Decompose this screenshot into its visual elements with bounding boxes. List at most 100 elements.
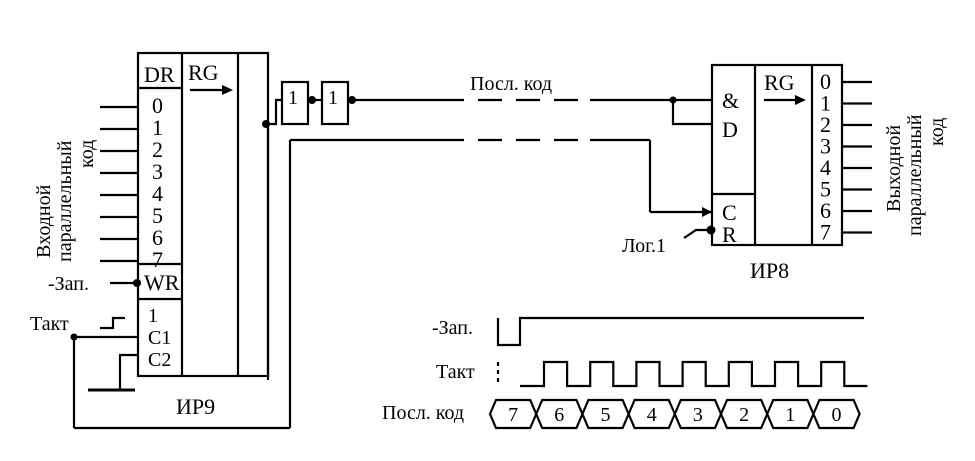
right-output-pin: 1: [820, 91, 872, 116]
svg-text:1: 1: [328, 87, 338, 109]
right-output-label: 1: [820, 91, 831, 116]
left-input-label: 6: [152, 225, 163, 250]
right-output-label: 3: [820, 134, 831, 159]
clock-line: [290, 138, 712, 217]
timing-zap-label: -Зап.: [432, 317, 473, 339]
right-output-pin: 4: [820, 155, 872, 180]
takt-wiring: [70, 140, 292, 430]
right-output-label: 0: [820, 69, 831, 94]
bit-cell: 4: [627, 398, 676, 430]
left-input-pin: 2: [100, 137, 163, 162]
bit-cell: 6: [535, 398, 584, 430]
left-takt-label: Такт: [30, 313, 69, 335]
bit-cell: 5: [581, 398, 630, 430]
bit-cell-label: 2: [739, 404, 749, 426]
buffer-2: 1: [320, 80, 350, 126]
log1-wiring: [683, 225, 716, 239]
bit-cell-label: 7: [508, 404, 518, 426]
input-caption-line3: код: [76, 140, 98, 168]
left-input-label: 5: [152, 203, 163, 228]
right-output-label: 7: [820, 220, 831, 245]
right-r-label: R: [722, 222, 737, 247]
right-output-label: 6: [820, 198, 831, 223]
left-input-label: 3: [152, 159, 163, 184]
right-output-pin: 0: [820, 69, 872, 94]
serial-output-wiring: [262, 98, 282, 380]
zap-waveform: [496, 316, 864, 347]
buffer-1-output-dot: [308, 96, 316, 104]
right-register-body: [710, 63, 844, 247]
right-rg-arrow: [764, 95, 806, 105]
buffer-1: 1: [280, 80, 310, 126]
bit-cell-label: 5: [601, 404, 611, 426]
bit-cell: 2: [719, 398, 769, 430]
left-input-pin: 6: [100, 225, 163, 250]
left-input-label: 0: [152, 93, 163, 118]
output-caption-line3: код: [926, 118, 948, 146]
right-d-label: D: [722, 117, 738, 142]
bit-cell: 0: [812, 398, 861, 430]
right-output-pin: 2: [820, 112, 872, 137]
left-c1-label: C1: [148, 327, 171, 349]
bit-cell: 3: [673, 398, 723, 430]
left-input-label: 1: [152, 115, 163, 140]
output-caption-line2: параллельный: [904, 114, 926, 236]
bit-cell: 1: [766, 398, 815, 430]
right-chip-name: ИР8: [750, 258, 789, 283]
right-output-pin: 6: [820, 198, 872, 223]
svg-text:1: 1: [288, 87, 298, 109]
left-c2-label: C2: [148, 349, 171, 371]
left-wr-label: WR: [144, 270, 180, 295]
right-output-label: 5: [820, 177, 831, 202]
left-register-body: [136, 51, 270, 378]
right-output-label: 4: [820, 155, 831, 180]
timing-diagram: -Зап. Такт Посл. код 7 6 5 4 3 2 1 0: [382, 316, 868, 430]
input-caption: Входной параллельный код: [33, 140, 98, 262]
bit-cell-label: 6: [554, 404, 564, 426]
zap-inversion-dot: [133, 279, 141, 287]
bit-cell-label: 0: [832, 404, 842, 426]
log1-label: Лог.1: [622, 235, 666, 257]
left-input-pin: 5: [100, 203, 163, 228]
bit-cell-label: 3: [693, 404, 703, 426]
left-input-pin: 7: [100, 247, 163, 272]
left-rg-label: RG: [188, 60, 219, 85]
bit-cell-label: 4: [647, 404, 657, 426]
left-chip-name: ИР9: [176, 394, 215, 419]
left-input-pin: 1: [100, 115, 163, 140]
right-output-pin: 5: [820, 177, 872, 202]
left-one-label: 1: [148, 305, 158, 327]
output-caption: Выходной параллельный код: [883, 114, 948, 236]
left-input-label: 7: [152, 247, 163, 272]
left-zap-label: -Зап.: [48, 273, 89, 295]
left-input-label: 4: [152, 181, 163, 206]
left-dr-label: DR: [144, 62, 175, 87]
bit-cell: 7: [488, 398, 538, 430]
right-output-label: 2: [820, 112, 831, 137]
left-input-pin: 3: [100, 159, 163, 184]
left-input-pin: 4: [100, 181, 163, 206]
input-caption-line1: Входной: [33, 184, 55, 258]
output-caption-line1: Выходной: [883, 125, 905, 212]
timing-takt-label: Такт: [436, 361, 475, 383]
bit-cell-label: 1: [785, 404, 795, 426]
timing-serial-label: Посл. код: [382, 402, 464, 424]
right-output-pin: 3: [820, 134, 872, 159]
and-input-wiring: [669, 96, 712, 126]
left-rg-arrow: [190, 85, 233, 95]
right-c-label: C: [722, 200, 737, 225]
right-output-pin: 7: [820, 220, 872, 245]
takt-waveform: [520, 360, 868, 388]
left-input-label: 2: [152, 137, 163, 162]
serial-bit-cells: 7 6 5 4 3 2 1 0: [488, 398, 861, 430]
left-input-pin: 0: [100, 93, 163, 118]
right-rg-label: RG: [764, 70, 795, 95]
input-caption-line2: параллельный: [54, 140, 76, 262]
serial-label: Посл. код: [470, 73, 552, 95]
